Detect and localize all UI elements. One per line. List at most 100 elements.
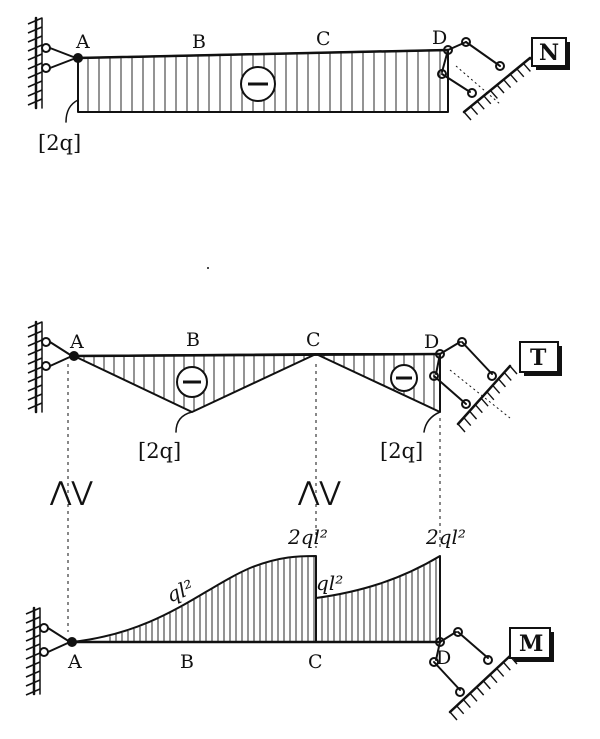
hatch-line bbox=[496, 667, 505, 677]
hatch-line bbox=[27, 402, 43, 410]
hatch-line bbox=[509, 73, 518, 83]
point-label-a-n: A bbox=[75, 31, 90, 53]
cross-mark-left: ⋀⋁ bbox=[49, 477, 93, 507]
hatch-line bbox=[27, 62, 43, 70]
hatch-line bbox=[27, 89, 43, 97]
wall-support-left-m bbox=[25, 606, 77, 696]
point-label-a-t: A bbox=[69, 331, 84, 353]
inclined-support-right-n bbox=[437, 37, 538, 121]
hatch-line bbox=[27, 53, 43, 61]
shear-force-diagram: A B C D [2q] [2q] T bbox=[27, 320, 562, 463]
value-label-2q-t-left: [2q] bbox=[138, 439, 181, 463]
hatch-line bbox=[25, 616, 41, 624]
normal-force-area bbox=[77, 49, 449, 113]
inclined-support-right-m bbox=[429, 627, 518, 721]
diagram-label-n: N bbox=[539, 40, 559, 66]
moment-hatching bbox=[109, 557, 437, 641]
cross-mark-center: ⋀⋁ bbox=[297, 477, 341, 507]
hatch-line bbox=[25, 661, 41, 669]
hatch-line bbox=[27, 393, 43, 401]
hatch-line bbox=[25, 625, 41, 633]
hatch-line bbox=[509, 365, 518, 375]
moment-annotation-ql2-right: ql² bbox=[316, 571, 343, 595]
hatch-line bbox=[25, 670, 41, 678]
moment-annotation-2ql2-d: 2ql² bbox=[425, 525, 466, 549]
hatch-line bbox=[476, 100, 485, 110]
projection-lines bbox=[67, 364, 441, 632]
inclined-support-right-t bbox=[429, 337, 518, 433]
bending-moment-diagram: ql² 2ql² ql² 2ql² A B C D M bbox=[25, 525, 554, 721]
diagram-label-box-m: M bbox=[509, 627, 554, 662]
hatch-line bbox=[470, 106, 479, 116]
point-label-b-t: B bbox=[186, 329, 200, 351]
normal-force-hatching bbox=[87, 51, 441, 111]
shear-area-right bbox=[315, 353, 441, 413]
hatch-line bbox=[483, 95, 492, 105]
hatch-line bbox=[27, 384, 43, 392]
hatch-line bbox=[503, 371, 512, 381]
hatch-line bbox=[469, 692, 478, 702]
hatch-line bbox=[474, 404, 483, 414]
hatch-line bbox=[482, 680, 491, 690]
hatch-line bbox=[27, 35, 43, 43]
diagram-label-box-n: N bbox=[531, 37, 570, 70]
point-label-a-m: A bbox=[67, 651, 82, 673]
hatch-line bbox=[25, 643, 41, 651]
hatch-line bbox=[27, 330, 43, 338]
hatch-line bbox=[27, 44, 43, 52]
hatch-line bbox=[497, 378, 506, 388]
value-label-2q-n: [2q] bbox=[38, 131, 81, 155]
hatch-line bbox=[25, 679, 41, 687]
hatch-line bbox=[489, 674, 498, 684]
hatch-line bbox=[27, 348, 43, 356]
diagram-label-box-t: T bbox=[519, 341, 562, 376]
normal-force-diagram: A B C D [2q] N bbox=[27, 16, 570, 155]
hatch-line bbox=[462, 699, 471, 709]
value-label-2q-t-right: [2q] bbox=[380, 439, 423, 463]
point-label-d-n: D bbox=[432, 27, 447, 49]
hatch-line bbox=[25, 634, 41, 642]
hatch-line bbox=[480, 397, 489, 407]
hatch-line bbox=[469, 410, 478, 420]
hatch-line bbox=[27, 375, 43, 383]
hatch-line bbox=[456, 705, 465, 715]
moment-annotation-2ql2-c: 2ql² bbox=[287, 525, 328, 549]
hatch-line bbox=[502, 661, 511, 671]
hatch-line bbox=[27, 71, 43, 79]
hatch-line bbox=[457, 423, 466, 433]
sign-circle-t-left bbox=[176, 366, 208, 398]
point-label-c-t: C bbox=[306, 329, 321, 351]
sign-circle-t-right bbox=[390, 364, 418, 392]
hatch-line bbox=[496, 84, 505, 94]
hatch-line bbox=[489, 89, 498, 99]
point-label-b-m: B bbox=[180, 651, 194, 673]
point-label-d-m: D bbox=[436, 647, 451, 669]
hatch-line bbox=[492, 384, 501, 394]
point-label-b-n: B bbox=[192, 31, 206, 53]
hatch-line bbox=[27, 357, 43, 365]
wall-support-left-t bbox=[27, 320, 79, 414]
hatch-line bbox=[27, 98, 43, 106]
hatch-line bbox=[27, 339, 43, 347]
hatch-line bbox=[27, 366, 43, 374]
point-label-d-t: D bbox=[424, 331, 439, 353]
sign-circle-n bbox=[240, 66, 276, 102]
hatch-line bbox=[25, 607, 41, 615]
hatch-line bbox=[522, 62, 531, 72]
hatch-line bbox=[503, 79, 512, 89]
hatch-line bbox=[486, 391, 495, 401]
hatch-line bbox=[25, 688, 41, 696]
diagram-label-t: T bbox=[530, 345, 547, 371]
hatch-line bbox=[476, 686, 485, 696]
hatch-line bbox=[463, 111, 472, 121]
moment-area-right bbox=[315, 555, 441, 643]
hatch-line bbox=[516, 68, 525, 78]
point-label-c-n: C bbox=[316, 28, 331, 50]
moment-annotation-ql2-left: ql² bbox=[163, 575, 197, 607]
diagram-label-m: M bbox=[519, 631, 543, 657]
hatch-line bbox=[27, 17, 43, 25]
hatch-line bbox=[27, 321, 43, 329]
hatch-line bbox=[463, 417, 472, 427]
point-label-c-m: C bbox=[308, 651, 323, 673]
